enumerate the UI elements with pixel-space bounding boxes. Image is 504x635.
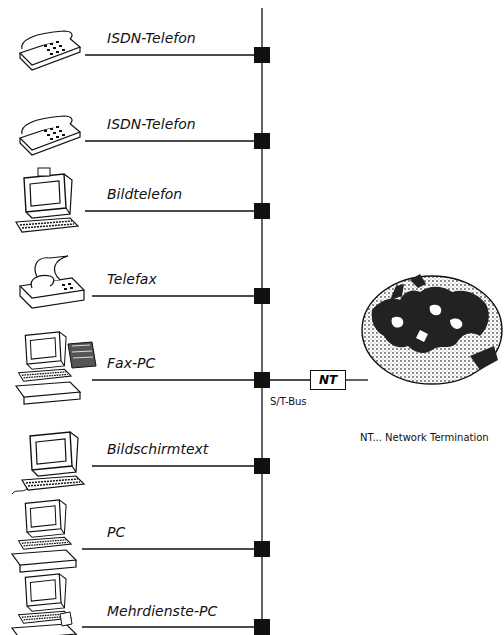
device-label: Bildschirmtext [107, 442, 208, 457]
device-label: Fax-PC [107, 356, 155, 371]
node-text: NT [319, 374, 337, 386]
legend-note: NT... Network Termination [360, 432, 489, 443]
device-label: PC [107, 525, 125, 540]
device-label: ISDN-Telefon [107, 117, 196, 132]
device-label: ISDN-Telefon [107, 31, 196, 46]
network-termination-box: NT [310, 370, 346, 390]
device-label: Telefax [107, 272, 157, 287]
device-label: Mehrdienste-PC [107, 604, 217, 619]
bus-label: S/T-Bus [270, 396, 307, 407]
device-label: Bildtelefon [107, 187, 182, 202]
